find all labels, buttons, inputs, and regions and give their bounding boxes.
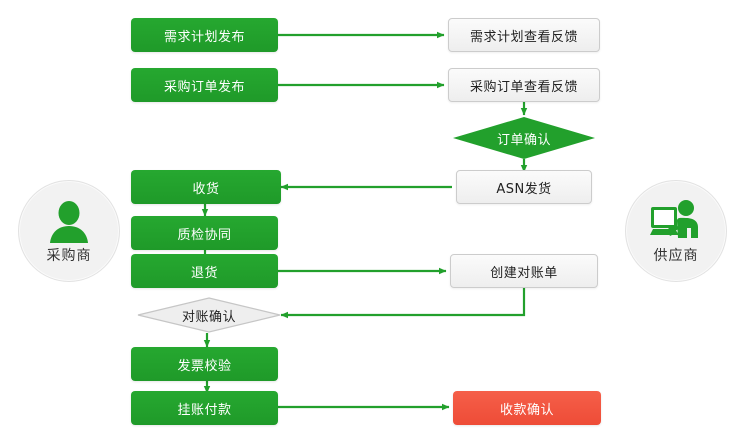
node-order-confirm[interactable]: 订单确认 <box>453 117 595 159</box>
node-invoice-verify[interactable]: 发票校验 <box>131 347 278 381</box>
node-quality-check[interactable]: 质检协同 <box>131 216 278 250</box>
actor-buyer-label: 采购商 <box>46 247 92 264</box>
actor-buyer[interactable]: 采购商 <box>18 180 120 282</box>
node-receipt-confirm[interactable]: 收款确认 <box>453 391 601 425</box>
node-order-confirm-label: 订单确认 <box>496 132 551 148</box>
node-demand-plan-feedback[interactable]: 需求计划查看反馈 <box>448 18 600 52</box>
node-po-feedback[interactable]: 采购订单查看反馈 <box>448 68 600 102</box>
node-create-statement[interactable]: 创建对账单 <box>450 254 598 288</box>
actor-supplier[interactable]: 供应商 <box>625 180 727 282</box>
diamond-shape <box>137 297 281 333</box>
actor-supplier-label: 供应商 <box>653 247 699 264</box>
person-at-computer-icon <box>650 198 702 244</box>
node-statement-confirm[interactable]: 对账确认 <box>137 297 281 333</box>
wire-statement-to-confirm <box>280 288 526 319</box>
node-payment-posting[interactable]: 挂账付款 <box>131 391 278 425</box>
node-receive-goods[interactable]: 收货 <box>131 170 281 204</box>
diamond-shape <box>453 117 595 159</box>
node-asn-ship[interactable]: ASN发货 <box>456 170 592 204</box>
node-po-publish[interactable]: 采购订单发布 <box>131 68 278 102</box>
person-icon <box>43 198 95 244</box>
node-demand-plan-publish[interactable]: 需求计划发布 <box>131 18 278 52</box>
node-return-goods[interactable]: 退货 <box>131 254 278 288</box>
node-statement-confirm-label: 对账确认 <box>181 309 236 325</box>
